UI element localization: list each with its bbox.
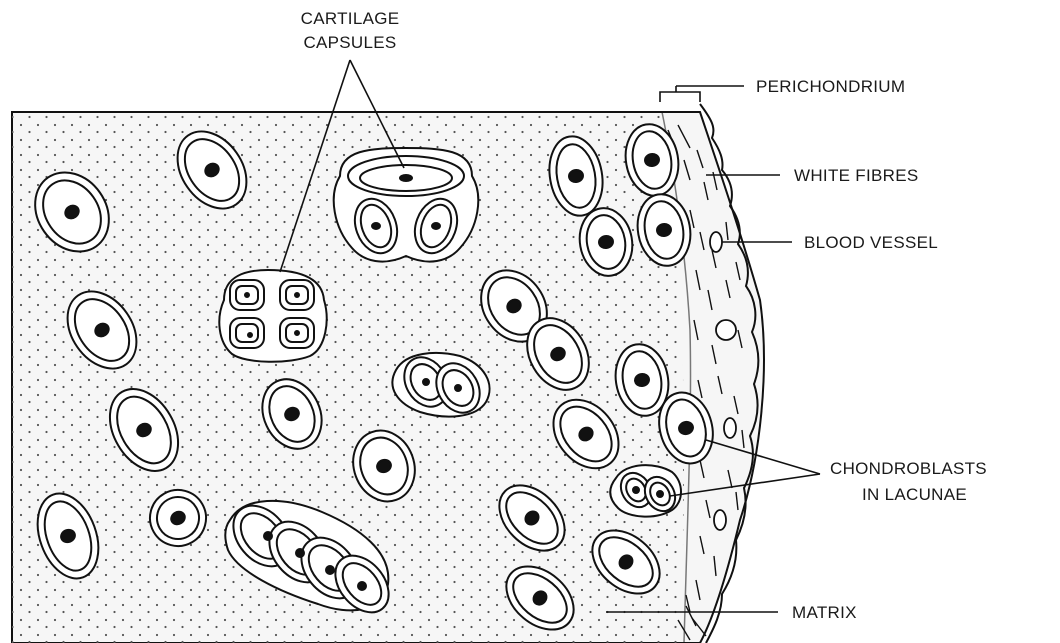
label-chondroblasts-line2: IN LACUNAE [862, 485, 967, 504]
label-white-fibres: WHITE FIBRES [794, 166, 919, 185]
label-chondroblasts-line1: CHONDROBLASTS [830, 459, 987, 478]
cartilage-capsule-four-cells [219, 270, 326, 362]
bracket-perichondrium [660, 86, 700, 102]
label-cartilage-capsules-line2: CAPSULES [303, 33, 396, 52]
label-cartilage-capsules-line1: CARTILAGE [301, 9, 400, 28]
cartilage-capsule-three-cells [334, 148, 478, 262]
label-perichondrium: PERICHONDRIUM [756, 77, 905, 96]
label-matrix: MATRIX [792, 603, 857, 622]
label-blood-vessel: BLOOD VESSEL [804, 233, 938, 252]
chondroblasts-double-cell [610, 465, 681, 516]
